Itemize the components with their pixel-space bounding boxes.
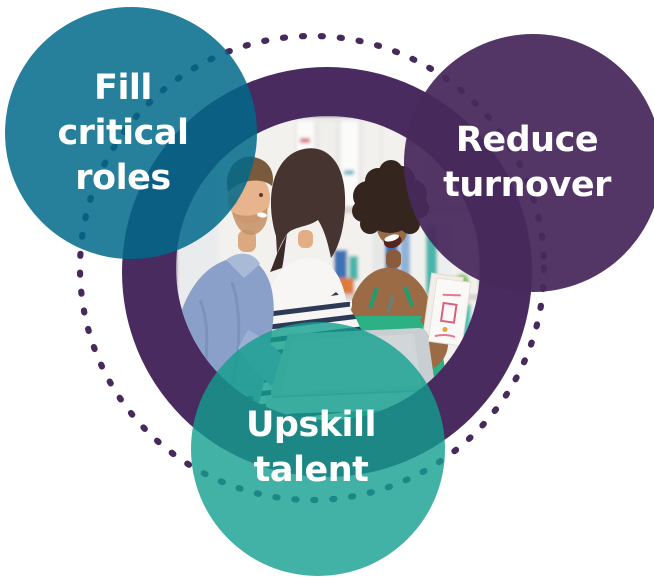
circle-label-upskill-talent: Upskill talent — [245, 403, 377, 493]
circle-reduce-turnover: Reduce turnover — [404, 34, 654, 292]
paper — [422, 272, 472, 347]
circle-fill-critical-roles: Fill critical roles — [5, 7, 257, 259]
circle-label-fill-critical-roles: Fill critical roles — [57, 66, 189, 201]
label-line: roles — [75, 157, 171, 198]
label-line: Reduce — [455, 120, 599, 160]
label-line: talent — [253, 450, 369, 490]
circle-upskill-talent: Upskill talent — [191, 322, 445, 576]
label-line: turnover — [443, 165, 611, 205]
label-line: critical — [57, 112, 189, 153]
label-line: Upskill — [245, 405, 377, 445]
label-line: Fill — [94, 67, 152, 108]
circle-label-reduce-turnover: Reduce turnover — [443, 118, 611, 208]
